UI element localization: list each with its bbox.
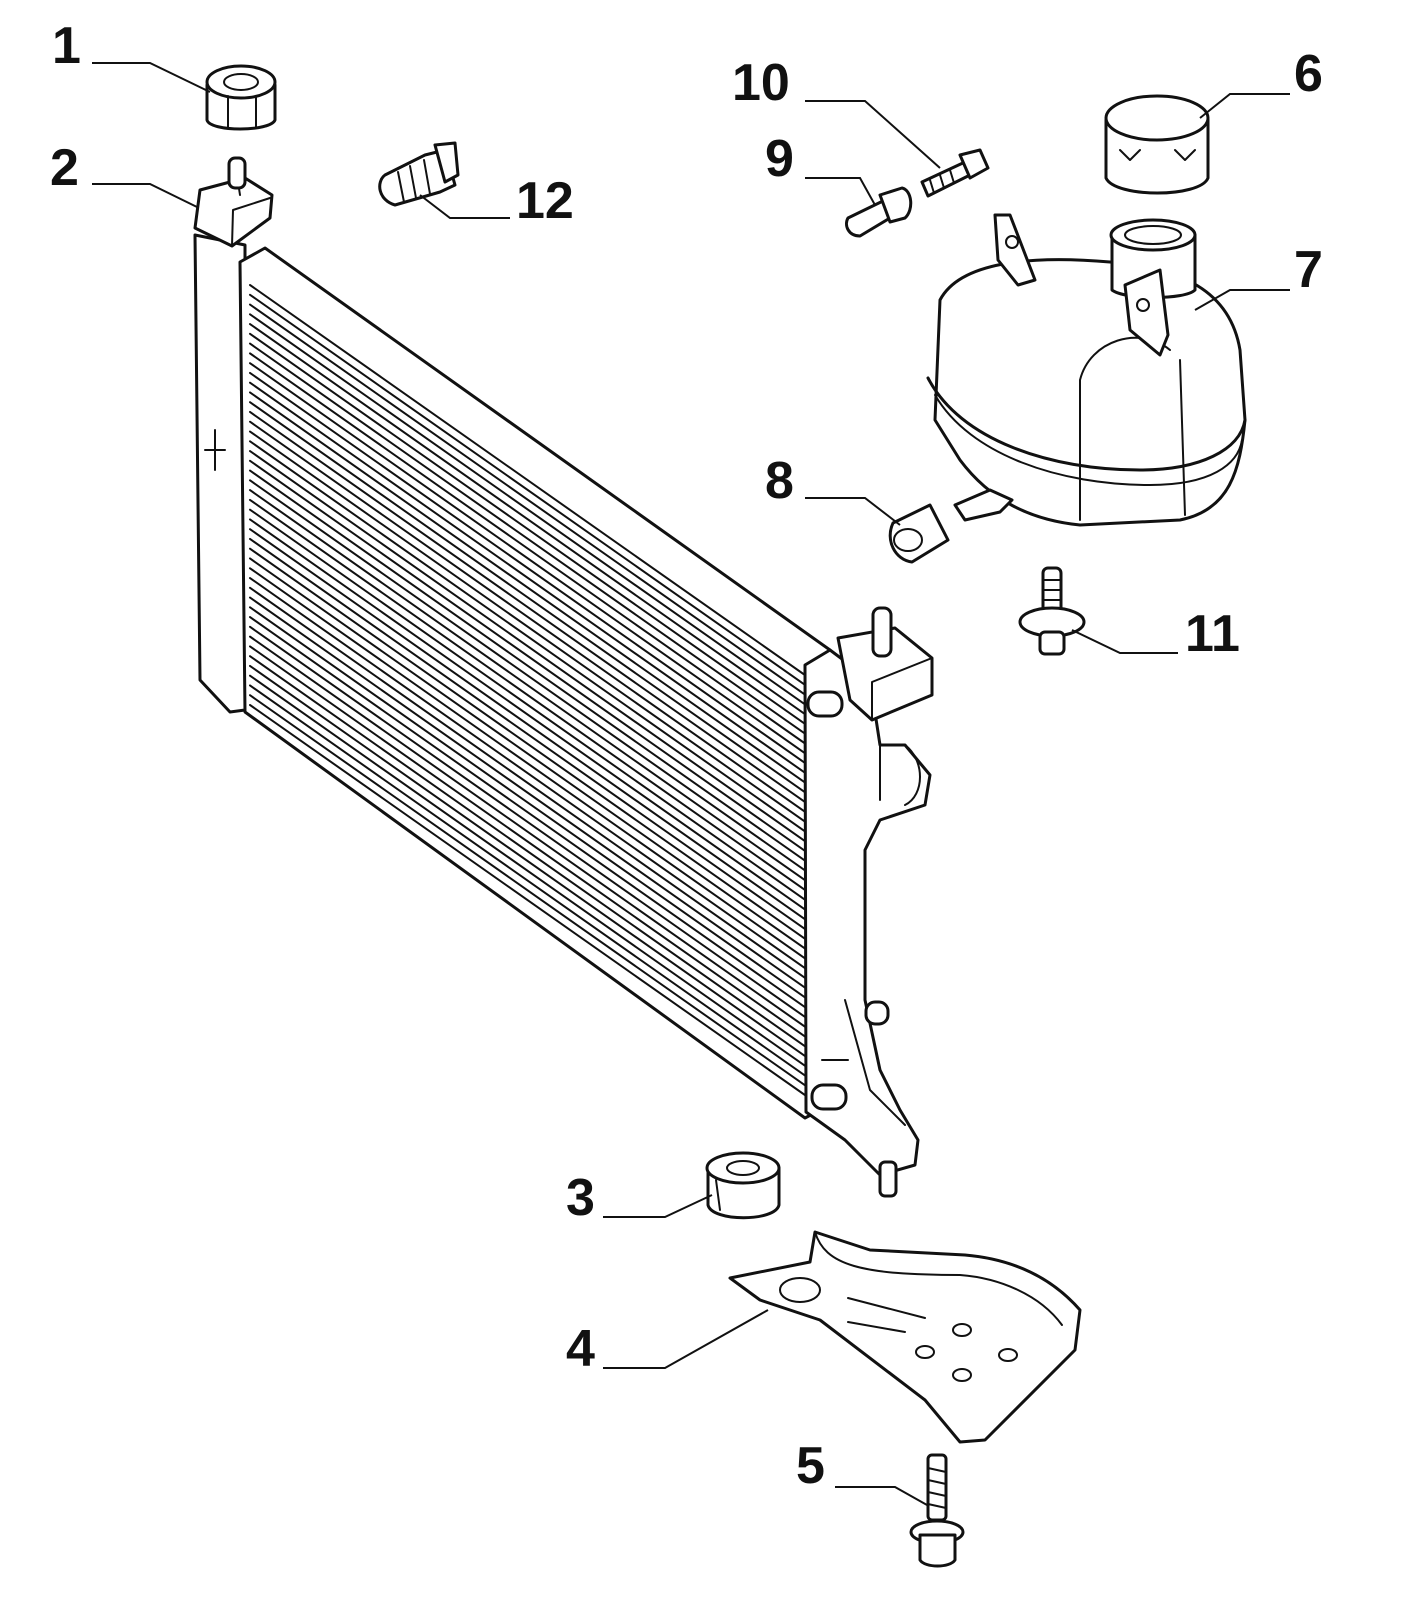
part-10-bolt [920,148,990,198]
callout-8: 8 [765,452,794,510]
part-7-expansion-tank [926,213,1247,527]
callout-1: 1 [52,17,81,75]
callout-10: 10 [732,54,790,112]
part-5-bolt [909,1453,965,1568]
callout-5: 5 [796,1437,825,1495]
part-8-bushing [888,503,950,564]
part-9-pin [845,186,913,238]
callout-6: 6 [1294,45,1323,103]
leader-lines [92,62,1290,1506]
callout-12: 12 [516,172,574,230]
part-6-filler-cap [1104,94,1210,195]
part-3-lower-bushing [705,1151,781,1220]
part-11-stud-bolt [1018,566,1086,656]
callout-4: 4 [566,1320,595,1378]
part-4-lower-bracket [728,1230,1082,1444]
callout-9: 9 [765,130,794,188]
callout-7: 7 [1294,241,1323,299]
callout-11: 11 [1185,605,1240,663]
radiator [193,156,934,1198]
callout-2: 2 [50,139,79,197]
callout-3: 3 [566,1169,595,1227]
part-12-plug [378,141,460,207]
part-1-rubber-bushing [205,64,277,131]
